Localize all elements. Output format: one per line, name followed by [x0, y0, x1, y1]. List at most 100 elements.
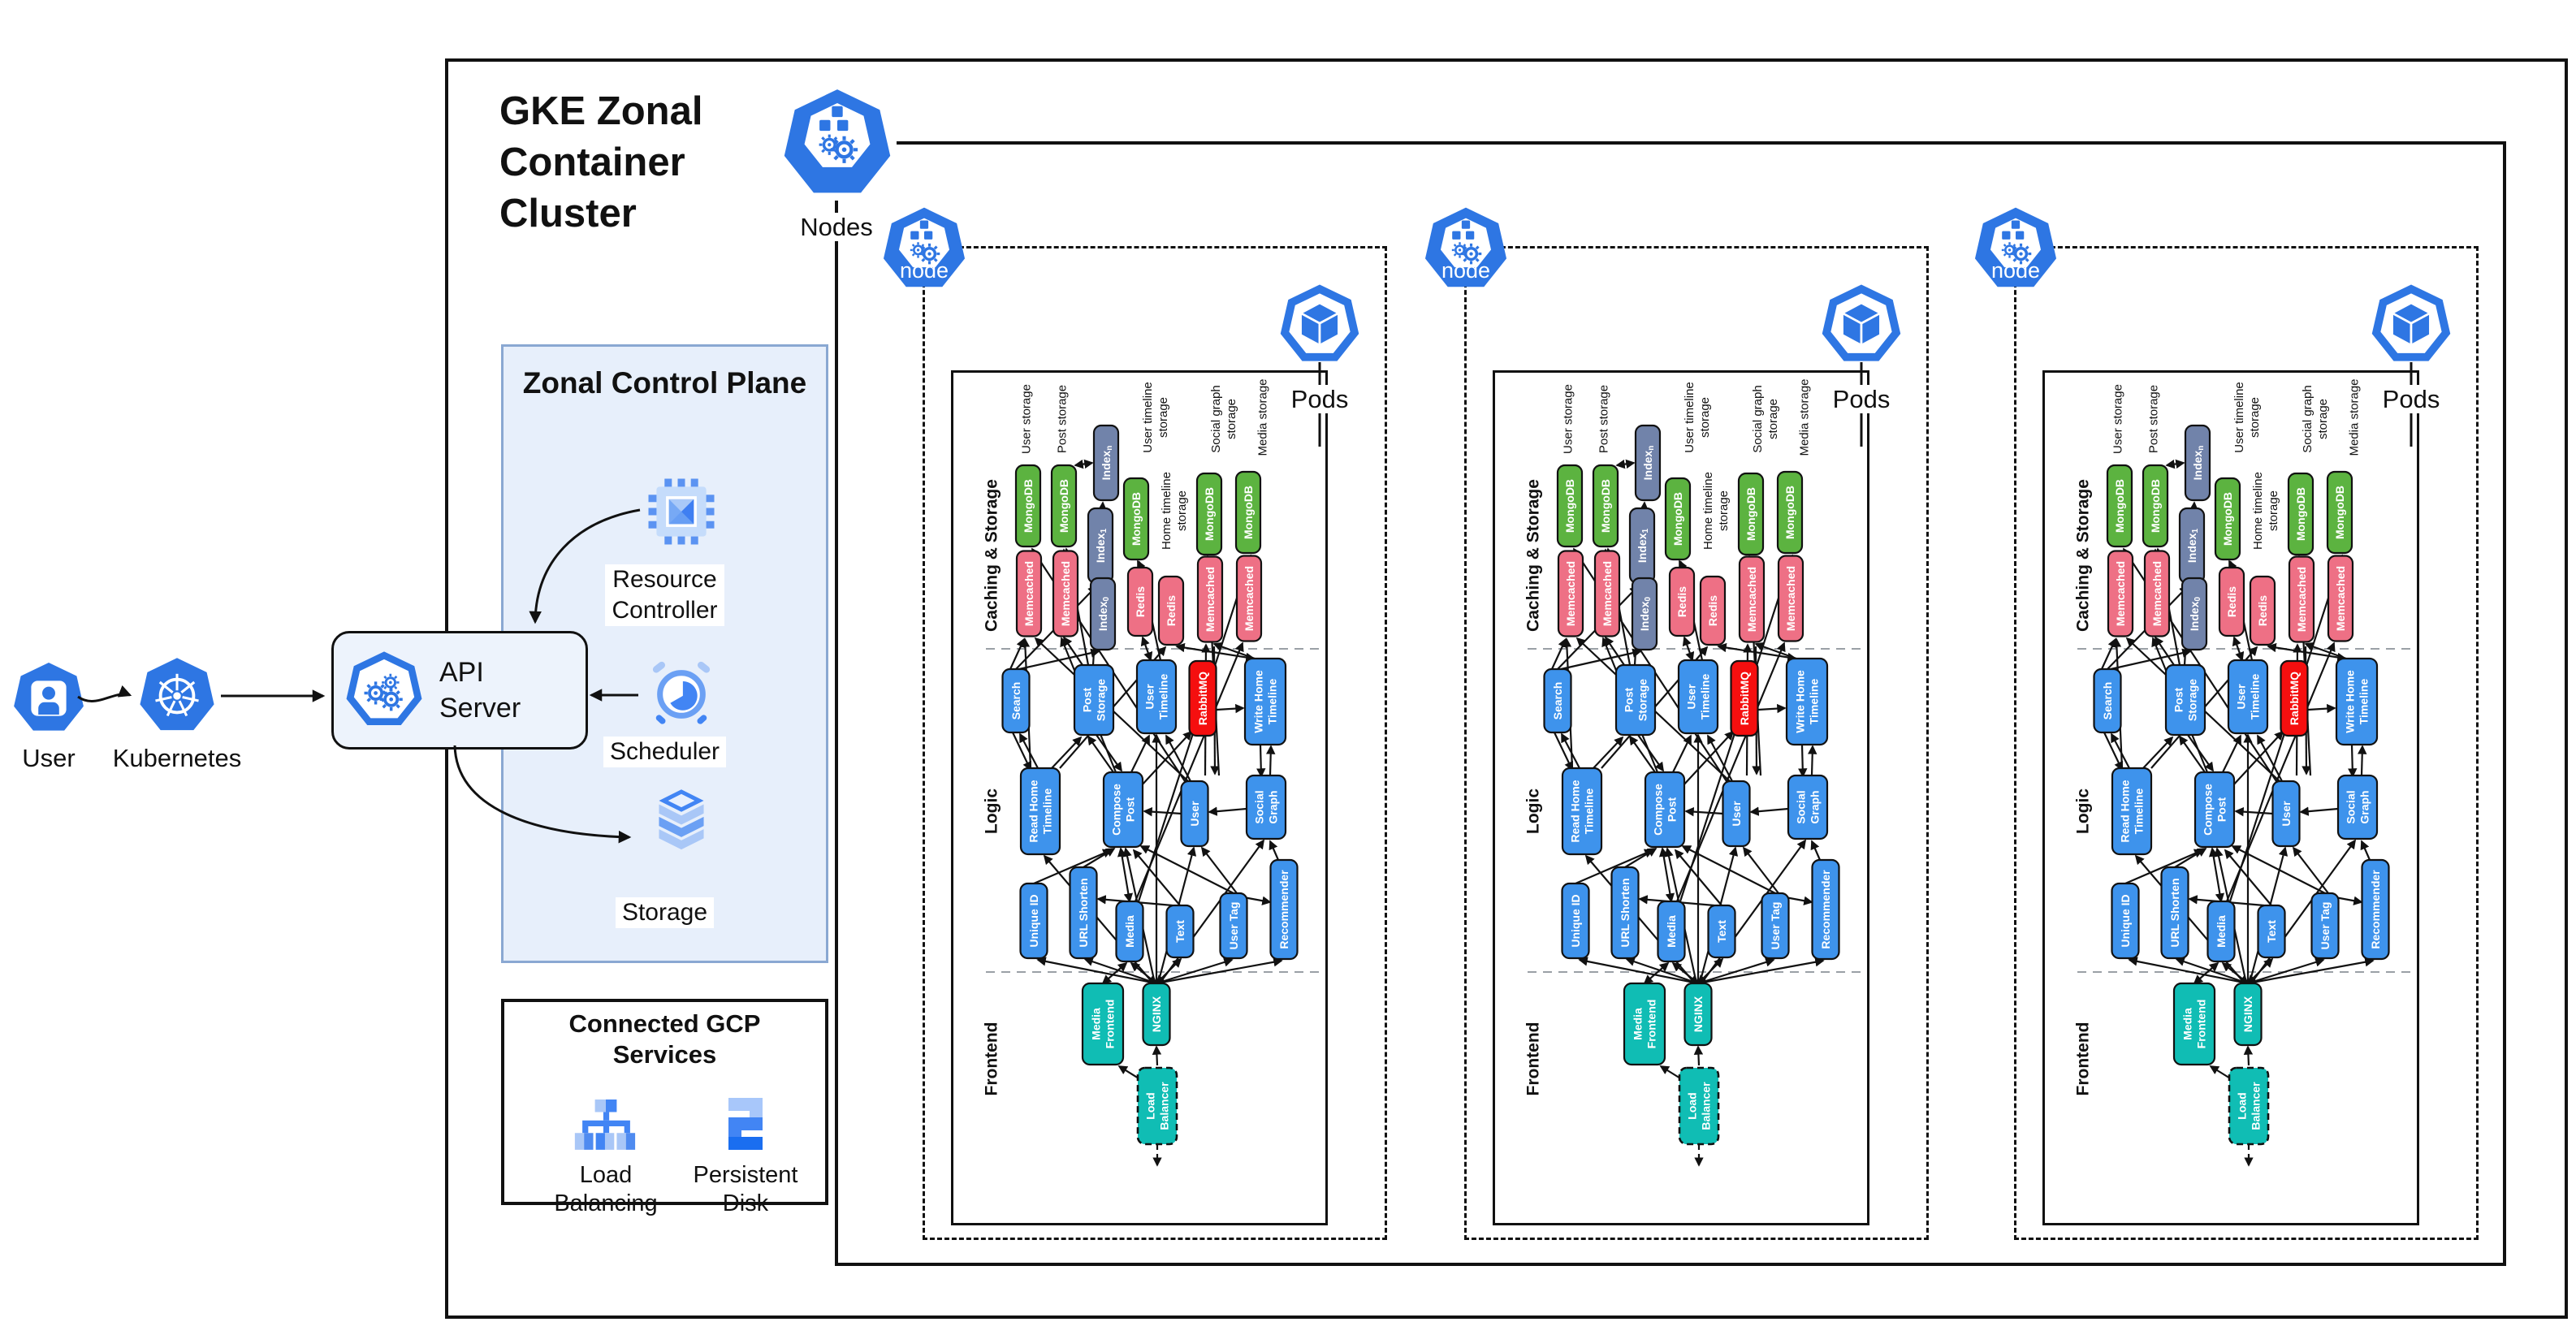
svg-text:URL Shorten: URL Shorten — [2168, 878, 2181, 947]
service-index-0: Index0 — [1089, 577, 1117, 651]
service-mongodb-social-graph: MongoDB — [1737, 472, 1765, 556]
pods-icon — [1276, 281, 1364, 369]
svg-text:RabbitMQ: RabbitMQ — [1738, 672, 1751, 725]
svg-text:Redis: Redis — [1706, 595, 1719, 626]
service-index-1: Index1 — [2178, 507, 2206, 585]
service-url-shorten: URL Shorten — [2160, 866, 2189, 960]
persistent-disk-icon — [728, 1098, 763, 1150]
pod-architecture-diagram: MongoDBMemcachedMongoDBMemcachedIndexnIn… — [983, 378, 1319, 1167]
svg-text:Frontend: Frontend — [2074, 1022, 2093, 1096]
user-label: User — [22, 744, 76, 772]
service-user-tag: User Tag — [1761, 892, 1790, 960]
service-user-tag: User Tag — [2310, 892, 2340, 960]
svg-text:Post storage: Post storage — [1597, 385, 1611, 453]
svg-text:Recommender: Recommender — [1819, 870, 1832, 949]
persistent-disk-label: Persistent Disk — [693, 1162, 798, 1216]
pods-icon — [2367, 281, 2455, 369]
svg-text:Graph: Graph — [1809, 790, 1822, 823]
node-icon-label: node — [1990, 258, 2041, 283]
svg-text:Compose: Compose — [2202, 784, 2215, 836]
svg-text:User: User — [1188, 801, 1201, 827]
kubernetes-icon — [136, 655, 218, 737]
svg-text:Memcached: Memcached — [1564, 561, 1577, 626]
svg-text:URL Shorten: URL Shorten — [1077, 878, 1090, 947]
svg-text:User Tag: User Tag — [1769, 902, 1782, 950]
svg-text:Social: Social — [1253, 790, 1266, 823]
svg-text:Post: Post — [1666, 797, 1679, 822]
svg-text:Post: Post — [2172, 687, 2185, 712]
service-mongodb-media: MongoDB — [1234, 470, 1262, 555]
service-recommender: Recommender — [2361, 858, 2390, 961]
service-text: Text — [1707, 904, 1736, 959]
load-balancing-icon — [574, 1100, 636, 1150]
svg-text:NGINX: NGINX — [1692, 996, 1705, 1032]
service-nginx: NGINX — [1142, 982, 1171, 1047]
svg-text:Search: Search — [1009, 682, 1022, 720]
service-memcached-user-storage: Memcached — [2107, 550, 2134, 637]
svg-text:Indexn: Indexn — [2191, 446, 2206, 481]
service-user: User — [1180, 780, 1209, 848]
service-search: Search — [1001, 667, 1031, 734]
service-user: User — [2271, 780, 2301, 848]
svg-text:Logic: Logic — [2074, 788, 2093, 834]
svg-text:User Tag: User Tag — [2319, 902, 2332, 950]
service-mongodb-post-storage: MongoDB — [1050, 464, 1078, 548]
svg-text:URL Shorten: URL Shorten — [1619, 878, 1632, 947]
svg-text:Media: Media — [1665, 915, 1678, 948]
pod-architecture-diagram: MongoDBMemcachedMongoDBMemcachedIndexnIn… — [1524, 378, 1861, 1167]
svg-text:Index0: Index0 — [1638, 596, 1653, 631]
svg-text:MongoDB: MongoDB — [2149, 479, 2162, 533]
svg-text:Balancer: Balancer — [1158, 1082, 1171, 1130]
svg-text:storage: storage — [1698, 397, 1712, 438]
svg-text:Media storage: Media storage — [2348, 378, 2362, 456]
svg-text:Compose: Compose — [1110, 784, 1123, 836]
svg-text:Index1: Index1 — [1636, 528, 1650, 563]
service-redis-home-timeline: Redis — [1699, 575, 1727, 646]
svg-text:Memcached: Memcached — [2334, 566, 2347, 631]
svg-text:Search: Search — [2101, 682, 2114, 720]
svg-text:Unique ID: Unique ID — [1027, 894, 1040, 947]
svg-text:User: User — [1143, 684, 1156, 710]
svg-text:Home timeline: Home timeline — [1701, 472, 1715, 550]
svg-text:MongoDB: MongoDB — [1130, 492, 1143, 546]
pods-icon — [1817, 281, 1905, 369]
service-rabbitmq: RabbitMQ — [1188, 659, 1217, 737]
svg-text:Memcached: Memcached — [1022, 561, 1035, 626]
svg-text:Text: Text — [2265, 920, 2278, 943]
svg-text:storage: storage — [1225, 399, 1238, 439]
service-mongodb-social-graph: MongoDB — [1195, 472, 1223, 556]
svg-text:Storage: Storage — [1636, 679, 1649, 721]
load-balancing-label: Load Balancing — [554, 1162, 658, 1216]
service-memcached-media: Memcached — [2327, 555, 2354, 642]
service-text: Text — [1165, 904, 1195, 959]
service-unique-id: Unique ID — [1019, 882, 1048, 960]
svg-text:Post: Post — [2215, 797, 2228, 822]
service-rabbitmq: RabbitMQ — [2280, 659, 2309, 737]
svg-text:storage: storage — [1175, 490, 1189, 531]
svg-text:User timeline: User timeline — [1141, 382, 1155, 453]
service-rabbitmq: RabbitMQ — [1730, 659, 1759, 737]
svg-text:storage: storage — [1717, 490, 1731, 531]
svg-text:NGINX: NGINX — [2241, 996, 2254, 1032]
svg-text:MongoDB: MongoDB — [2221, 492, 2234, 546]
service-text: Text — [2257, 904, 2286, 959]
svg-text:User storage: User storage — [2111, 384, 2125, 454]
svg-text:Timeline: Timeline — [2133, 788, 2146, 835]
svg-text:Redis: Redis — [1165, 595, 1178, 626]
svg-text:Timeline: Timeline — [1699, 674, 1712, 720]
svg-text:Caching & Storage: Caching & Storage — [1524, 479, 1543, 632]
svg-text:User timeline: User timeline — [1683, 382, 1696, 453]
svg-text:Media: Media — [2181, 1008, 2194, 1040]
svg-text:Graph: Graph — [1267, 790, 1280, 823]
svg-text:Memcached: Memcached — [1745, 567, 1758, 632]
